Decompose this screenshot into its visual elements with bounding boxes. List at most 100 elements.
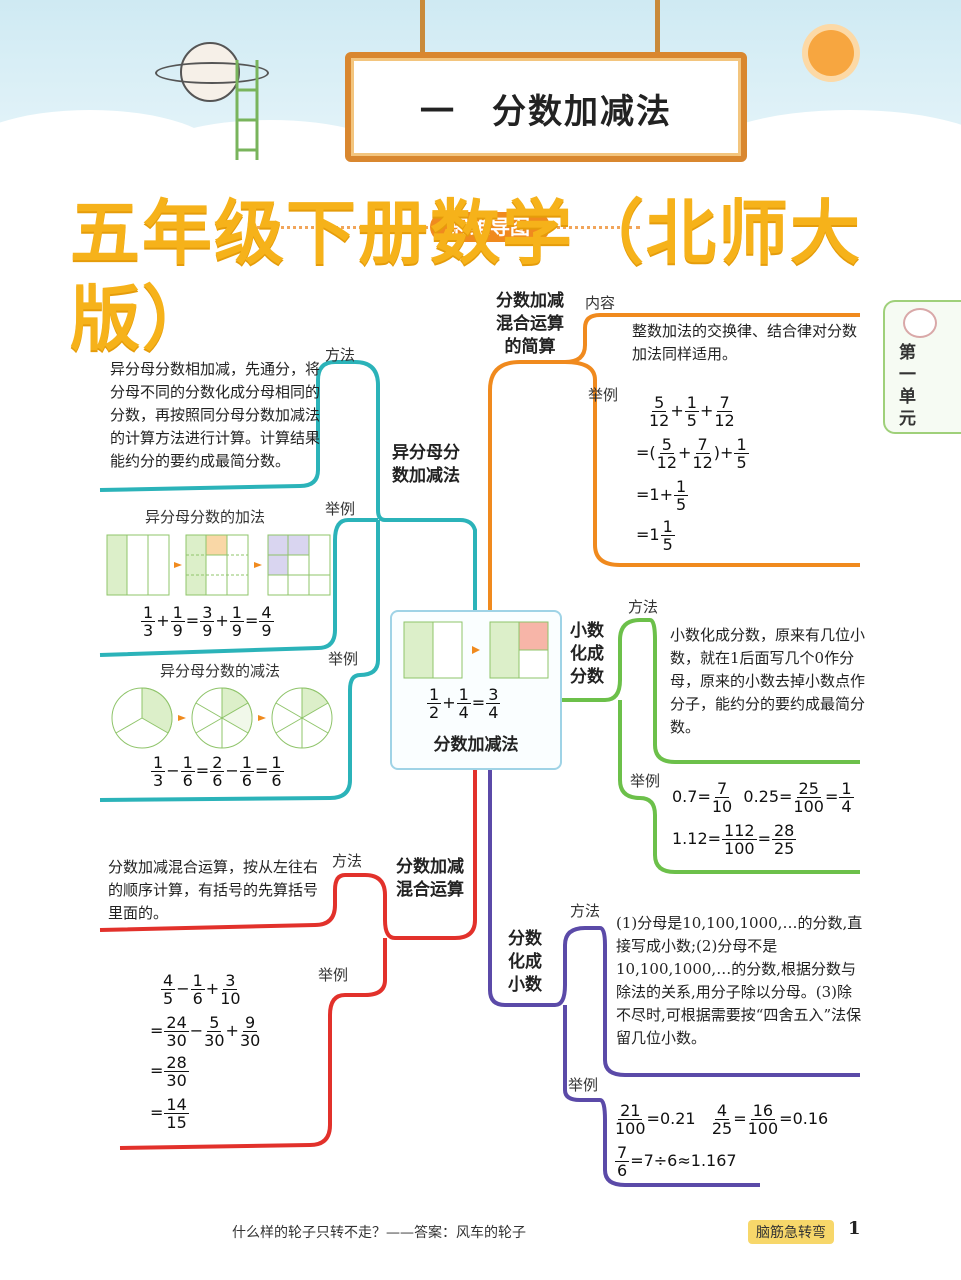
method-tag: 方法	[325, 346, 356, 364]
denominator: 100	[747, 1119, 779, 1138]
unit-side-tab: 第一单元	[883, 300, 961, 434]
planet-ring-icon	[155, 62, 269, 84]
denominator: 10	[220, 989, 241, 1008]
result: =7÷6≈1.167	[630, 1151, 737, 1170]
numerator: 1	[141, 603, 156, 622]
method-text: 分数加减混合运算，按从左往右的顺序计算，有括号的先算括号里面的。	[108, 858, 319, 922]
numerator: 5	[207, 1013, 222, 1032]
unit-title: 一 分数加减法	[420, 92, 672, 132]
denominator: 12	[714, 411, 735, 430]
denominator: 9	[172, 621, 183, 640]
numerator: 1	[180, 753, 195, 772]
denominator: 30	[166, 1071, 187, 1090]
page-number: 1	[848, 1218, 861, 1239]
sub-example-title: 异分母分数的减法	[160, 662, 281, 680]
denominator: 5	[686, 411, 697, 430]
denominator: 6	[271, 771, 282, 790]
numerator: 1	[839, 779, 854, 798]
method-text: 小数化成分数，原来有几位小数，就在1后面写几个0作分母，原来的小数去掉小数点作分…	[670, 626, 866, 736]
denominator: 9	[261, 621, 272, 640]
step-prefix: =	[636, 443, 650, 462]
denominator: 30	[166, 1031, 187, 1050]
numerator: 1	[239, 753, 254, 772]
numerator: 4	[714, 1101, 730, 1120]
numerator: 14	[164, 1095, 189, 1114]
unit-title-board: 一 分数加减法	[345, 52, 747, 162]
numerator: 1	[456, 685, 471, 704]
numerator: 1	[674, 477, 689, 496]
example-tag: 举例	[325, 500, 356, 518]
denominator: 25	[773, 839, 795, 858]
numerator: 1	[660, 517, 675, 536]
method-tag: 方法	[570, 902, 601, 920]
denominator: 4	[488, 703, 499, 722]
denominator: 30	[239, 1031, 261, 1050]
numerator: 2	[210, 753, 225, 772]
denominator: 2	[429, 703, 440, 722]
decimal-value: 1.12=	[672, 829, 722, 848]
node-fenshu-xiaoshu: 分数化成小数	[508, 929, 542, 995]
denominator: 100	[724, 839, 755, 858]
side-tab-label: 第一单元	[899, 343, 916, 429]
addition-grid-diagram	[106, 534, 331, 596]
denominator: 25	[711, 1119, 733, 1138]
numerator: 7	[714, 779, 730, 798]
result: =0.21	[646, 1109, 696, 1128]
example-tag: 举例	[328, 650, 359, 668]
denominator: 3	[143, 621, 154, 640]
denominator: 6	[182, 771, 193, 790]
denominator: 5	[163, 989, 174, 1008]
denominator: 12	[656, 453, 678, 472]
denominator: 5	[662, 535, 673, 554]
content-text: 整数加法的交换律、结合律对分数加法同样适用。	[632, 322, 858, 363]
numerator: 9	[243, 1013, 258, 1032]
numerator: 1	[229, 603, 244, 622]
denominator: 3	[153, 771, 164, 790]
denominator: 4	[458, 703, 469, 722]
numerator: 16	[750, 1101, 776, 1120]
center-title: 分数加减法	[433, 735, 519, 755]
numerator: 4	[161, 971, 176, 990]
method-tag: 方法	[628, 598, 659, 616]
numerator: 7	[615, 1143, 630, 1162]
numerator: 7	[695, 435, 710, 454]
numerator: 1	[734, 435, 749, 454]
board-rope	[420, 0, 425, 56]
denominator: 9	[231, 621, 242, 640]
numerator: 1	[170, 603, 185, 622]
denominator: 9	[202, 621, 213, 640]
numerator: 4	[259, 603, 274, 622]
sun-icon	[808, 30, 854, 76]
denominator: 6	[212, 771, 223, 790]
result: =0.16	[779, 1109, 829, 1128]
numerator: 1	[269, 753, 284, 772]
method-text: (1)分母是10,100,1000,…的分数,直接写成小数;(2)分母不是10,…	[616, 914, 863, 1047]
denominator: 30	[204, 1031, 225, 1050]
numerator: 28	[164, 1053, 189, 1072]
denominator: 15	[166, 1113, 187, 1132]
footer-badge: 脑筋急转弯	[748, 1220, 834, 1244]
example-tag: 举例	[318, 966, 349, 984]
numerator: 3	[486, 685, 501, 704]
numerator: 7	[717, 393, 732, 412]
ladder-icon	[232, 60, 262, 160]
footer-riddle: 什么样的轮子只转不走？——答案：风车的轮子	[232, 1225, 526, 1241]
subtraction-circle-diagram	[111, 687, 333, 749]
denominator: 12	[649, 411, 670, 430]
numerator: 3	[223, 971, 238, 990]
denominator: 4	[841, 797, 852, 816]
numerator: 1	[190, 971, 205, 990]
numerator: 5	[659, 435, 674, 454]
node-jiansuan: 分数加减混合运算的简算	[496, 291, 564, 357]
example-tag: 举例	[568, 1076, 599, 1094]
